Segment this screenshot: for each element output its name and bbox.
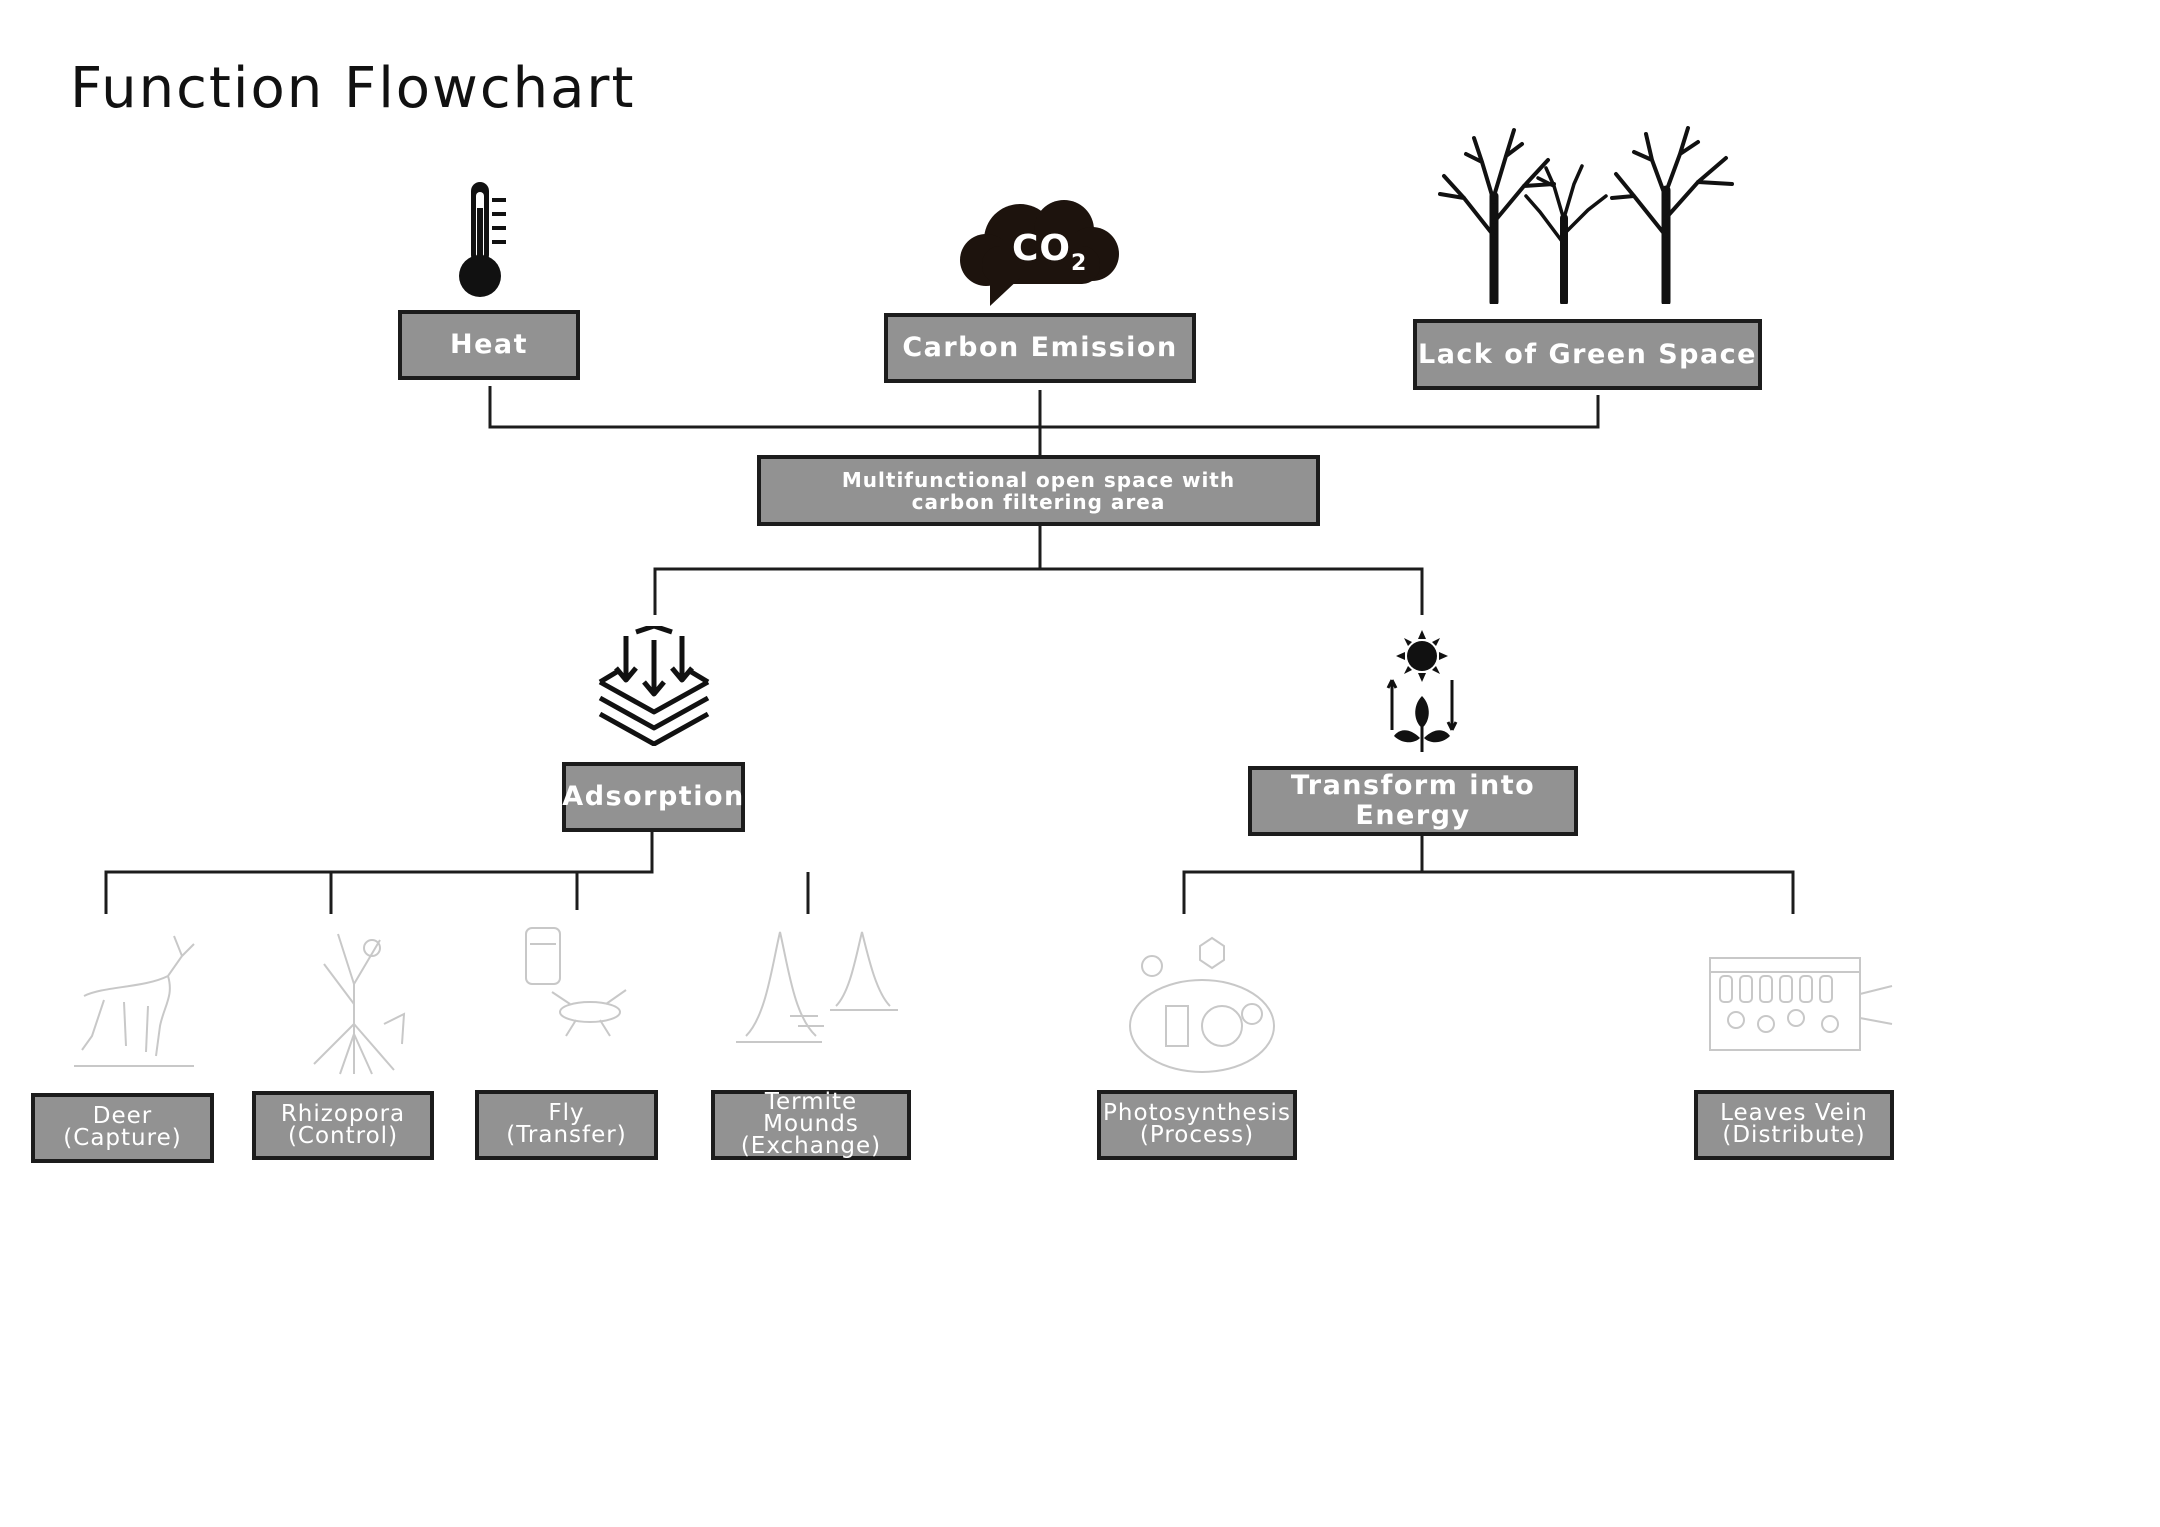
leaves-vein-sketch — [1709, 957, 1893, 1051]
co2-cloud-icon: CO2 — [952, 194, 1124, 312]
solution-line-1: Multifunctional open space with — [841, 467, 1236, 492]
deer-box: Deer (Capture) — [31, 1093, 214, 1163]
rhizopora-sketch — [313, 933, 406, 1075]
solution-line-2: carbon filtering area — [911, 489, 1166, 514]
photosynthesis-sketch — [1129, 936, 1275, 1073]
photosynthesis-role: (Process) — [1139, 1122, 1255, 1148]
leaves-name: Leaves Vein — [1720, 1100, 1868, 1127]
adsorption-label: Adsorption — [562, 781, 745, 813]
photosynthesis-name: Photosynthesis — [1103, 1100, 1291, 1127]
connector-solution-split — [653, 524, 1424, 615]
connector-heat — [488, 386, 1600, 429]
fly-role: (Transfer) — [506, 1122, 627, 1148]
green-space-box: Lack of Green Space — [1413, 319, 1762, 390]
termite-role: (Exchange) — [740, 1132, 882, 1159]
deer-name: Deer — [92, 1103, 153, 1130]
termite-mounds-box: Termite Mounds (Exchange) — [711, 1090, 911, 1160]
carbon-emission-label: Carbon Emission — [902, 332, 1178, 364]
green-space-label: Lack of Green Space — [1417, 338, 1757, 370]
termite-name: Termite Mounds — [763, 1089, 859, 1138]
rhizopora-role: (Control) — [287, 1122, 399, 1149]
connector-transform-split — [1182, 836, 1795, 914]
co2-subscript: 2 — [1071, 251, 1088, 276]
carbon-emission-box: Carbon Emission — [884, 313, 1196, 383]
page-title: Function Flowchart — [70, 56, 636, 121]
connector-adsorption-split — [104, 832, 810, 914]
transform-energy-label: Transform into Energy — [1290, 770, 1536, 831]
fly-name: Fly — [548, 1100, 585, 1127]
transform-energy-box: Transform into Energy — [1248, 766, 1578, 836]
co2-label: CO — [1012, 228, 1072, 269]
fly-sketch — [525, 927, 627, 1037]
thermometer-icon — [459, 182, 506, 297]
solution-box: Multifunctional open space with carbon f… — [757, 455, 1320, 526]
sun-plant-cycle-icon — [1386, 630, 1458, 752]
termite-mounds-sketch — [736, 931, 898, 1043]
fly-box: Fly (Transfer) — [475, 1090, 658, 1160]
heat-box: Heat — [398, 310, 580, 380]
rhizopora-name: Rhizopora — [280, 1100, 406, 1127]
deer-sketch — [74, 935, 195, 1067]
leaves-role: (Distribute) — [1722, 1122, 1866, 1148]
bare-trees-icon — [1438, 126, 1734, 304]
deer-role: (Capture) — [63, 1125, 182, 1151]
adsorption-layers-icon — [598, 626, 710, 746]
adsorption-box: Adsorption — [562, 762, 745, 832]
photosynthesis-box: Photosynthesis (Process) — [1097, 1090, 1297, 1160]
heat-label: Heat — [449, 329, 529, 361]
rhizopora-box: Rhizopora (Control) — [252, 1091, 434, 1160]
leaves-vein-box: Leaves Vein (Distribute) — [1694, 1090, 1894, 1160]
